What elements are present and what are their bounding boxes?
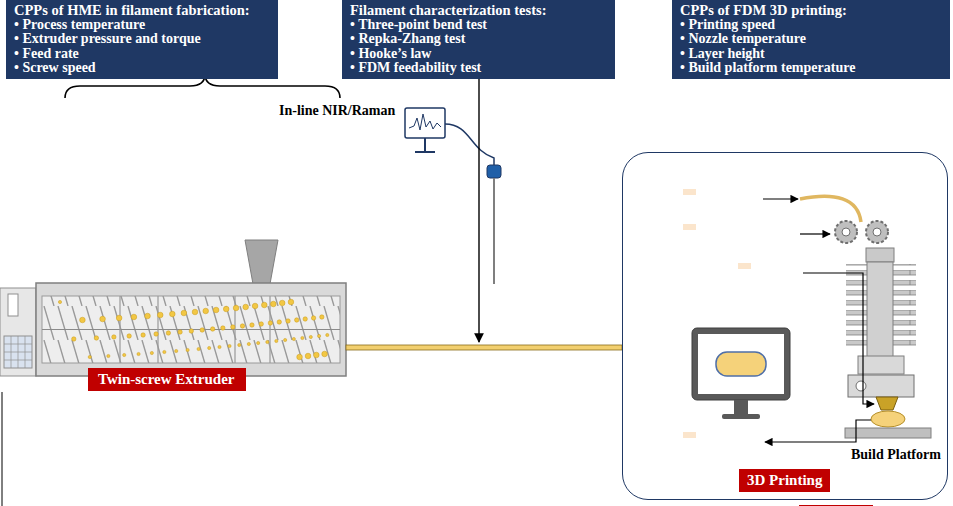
parameter-box: CPPs of HME in filament fabrication:• Pr… [6,0,278,79]
list-item: • Screw speed [14,61,270,76]
node-text: Twin-screw Extruder [98,371,236,388]
frame-line [2,392,3,506]
leader-arrow [800,233,830,234]
node-text: CPPs of HME in filament fabrication: [14,3,270,18]
list-item: • Feed rate [14,47,270,62]
part-label: Nozzle [738,263,751,269]
probe-label: In-line NIR/Raman [279,103,395,119]
list-item: • Three-point bend test [350,18,607,33]
list-item: • Build platform temperature [680,61,942,76]
part-label: Filament [683,189,696,195]
parameter-box: CPPs of FDM 3D printing:• Printing speed… [672,0,950,79]
part-label: Gear rollers [683,224,696,230]
list-item: • Layer height [680,47,942,62]
list-item: • Extruder pressure and torque [14,32,270,47]
node-text: 3D Printing [739,469,830,492]
list-item: • Printing speed [680,18,942,33]
list-item: • Nozzle temperature [680,32,942,47]
leader-arrow [478,75,479,342]
list-item: • FDM feedability test [350,61,607,76]
nir-probe [405,108,501,284]
part-label: Printlet [683,432,696,438]
node-text: Filament [799,505,873,506]
parameter-box: Filament characterization tests:• Three-… [342,0,615,79]
leader-arrow [765,420,871,442]
list-item: • Process temperature [14,18,270,33]
list-item: • Repka-Zhang test [350,32,607,47]
printer-illustration [800,196,931,438]
leader-arrow [763,198,798,199]
list-item: • Hooke’s law [350,47,607,62]
section-label: Twin-screw Extruder [88,368,246,391]
computer-monitor [692,328,790,419]
twin-screw-extruder [0,240,346,376]
node-text: Filament characterization tests: [350,3,607,18]
part-label: Build Platform [851,447,941,463]
filament-strand [346,345,622,350]
node-text: CPPs of FDM 3D printing: [680,3,942,18]
leader-arrow [803,273,874,404]
